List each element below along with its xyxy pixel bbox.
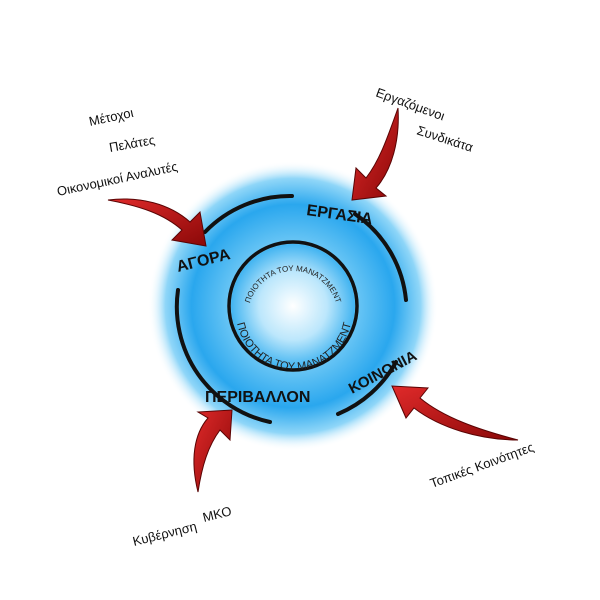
arrow-work-icon: [351, 107, 399, 201]
stakeholder-work-2: Συνδικάτα: [415, 123, 475, 155]
stakeholder-market-1: Μέτοχοι: [88, 105, 135, 129]
stakeholder-work-1: Εργαζόμενοι: [374, 85, 447, 124]
inner-ring: [227, 240, 359, 372]
arrow-society-icon: [391, 385, 519, 441]
sector-environment: ΠΕΡΙΒΑΛΛΟΝ: [205, 389, 310, 406]
outer-ring: [174, 193, 408, 424]
stakeholder-market-2: Πελάτες: [108, 132, 156, 155]
stakeholder-market-3: Οικονομικοί Αναλυτές: [56, 159, 179, 199]
stakeholder-environment-2: Κυβέρνηση: [131, 519, 198, 549]
stakeholder-environment-1: ΜΚΟ: [201, 503, 233, 525]
arrow-environment-icon: [193, 409, 233, 493]
inner-glow: [231, 244, 355, 368]
arrow-market-icon: [107, 198, 207, 247]
stakeholder-society-1: Τοπικές Κοινότητες: [428, 439, 536, 490]
